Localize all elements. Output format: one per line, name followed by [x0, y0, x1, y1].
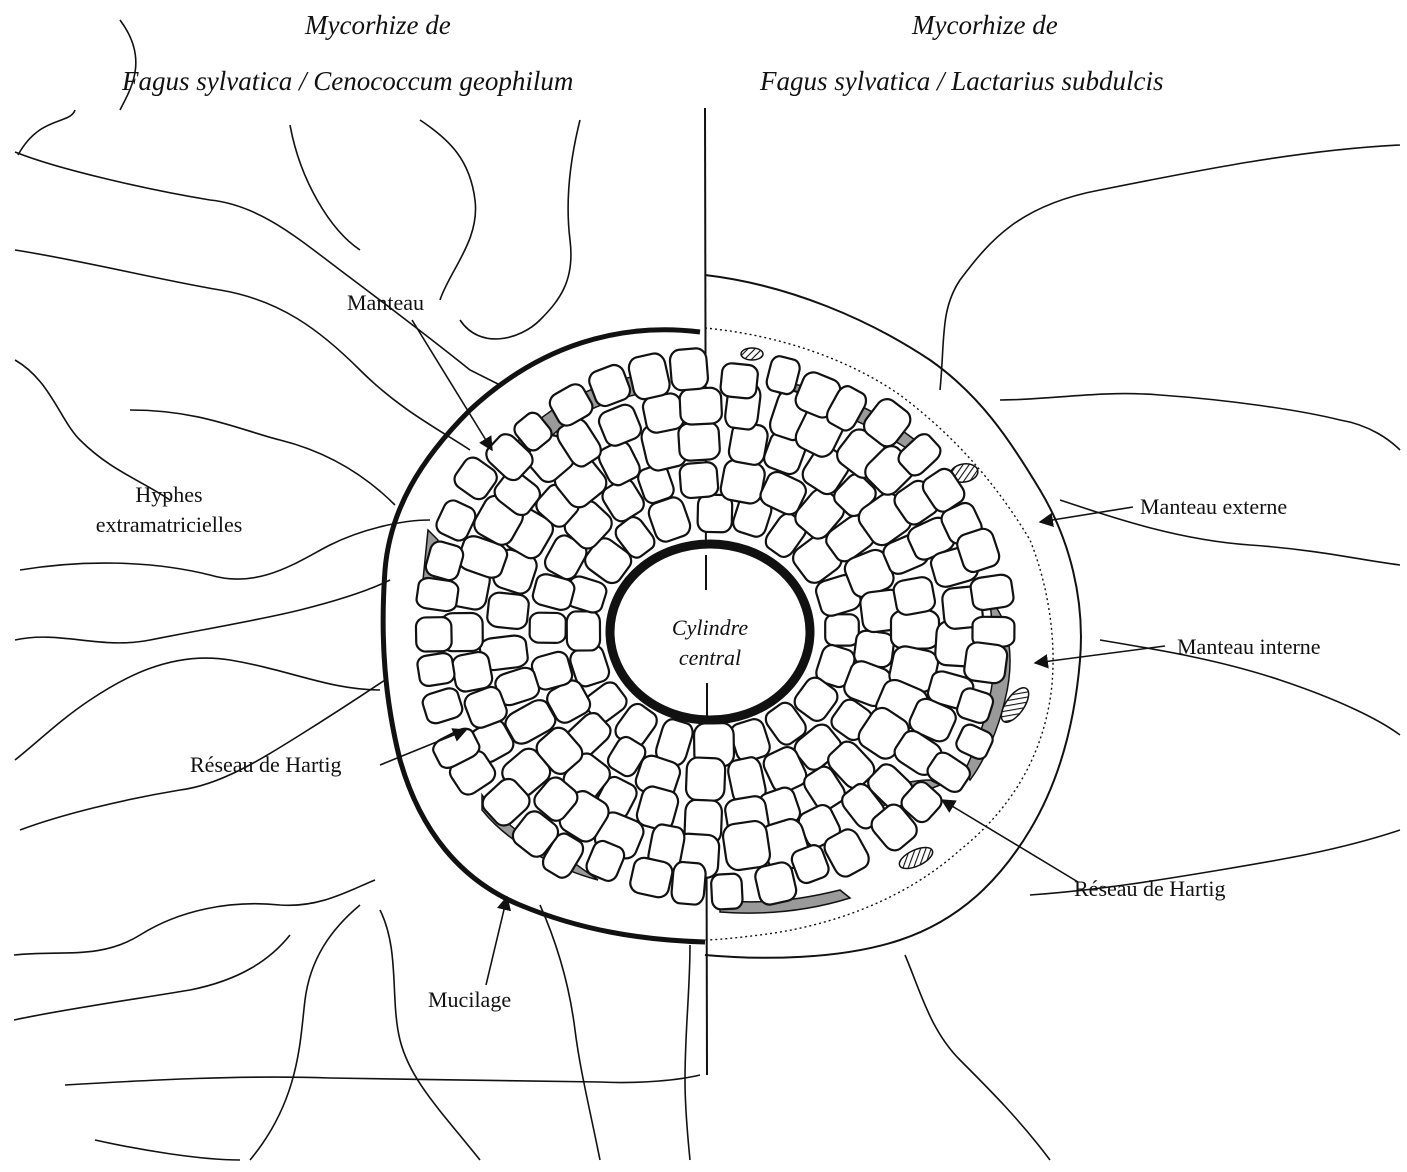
title-left-line1: Mycorhize de: [305, 10, 451, 41]
cortex-cell: [596, 402, 644, 449]
cortex-cell: [486, 592, 529, 630]
label-hyphes-line2: extramatricielles: [78, 510, 260, 540]
cortex-cell: [451, 650, 494, 693]
label-mucilage: Mucilage: [428, 985, 511, 1015]
arrow-manteau-interne: [1035, 646, 1165, 663]
label-manteau: Manteau: [347, 288, 424, 318]
cortex-cell: [421, 686, 465, 726]
arrow-reseau-right: [942, 800, 1078, 882]
cortex-cell: [825, 614, 859, 645]
cortex-cell: [719, 458, 767, 505]
cortex-cell: [963, 641, 1008, 684]
cortex-cell: [529, 613, 565, 643]
cortex-cell: [567, 611, 600, 650]
cortex-cell: [891, 610, 939, 649]
title-right-line1: Mycorhize de: [912, 10, 1058, 41]
cortex-cell: [753, 860, 798, 906]
cortex-cell: [711, 873, 743, 909]
label-cylindre-line2: central: [650, 643, 770, 673]
label-reseau-right: Réseau de Hartig: [1074, 874, 1226, 904]
label-hyphes: Hyphes extramatricielles: [78, 480, 260, 540]
cortex-cell: [669, 348, 709, 391]
label-manteau-interne: Manteau interne: [1177, 632, 1321, 662]
cortex-cell: [678, 422, 721, 462]
cortex-cell: [679, 387, 722, 425]
cortex-cell: [671, 861, 707, 905]
cortex-cell: [720, 362, 759, 399]
label-manteau-externe: Manteau externe: [1140, 492, 1287, 522]
cortex-cell: [686, 757, 726, 801]
cortex-cell: [415, 577, 459, 613]
cortex-cell: [969, 573, 1014, 611]
cortex-cell: [416, 652, 455, 688]
label-cylindre-line1: Cylindre: [650, 613, 770, 643]
cortex-cell: [679, 462, 719, 499]
cortex-cell: [721, 819, 771, 871]
label-hyphes-line1: Hyphes: [78, 480, 260, 510]
cortex-cell: [892, 575, 936, 616]
title-right-line2: Fagus sylvatica / Lactarius subdulcis: [760, 66, 1163, 97]
title-left-line2: Fagus sylvatica / Cenococcum geophilum: [122, 66, 573, 97]
label-cylindre-central: Cylindre central: [650, 613, 770, 673]
cortex-cell: [416, 617, 452, 652]
arrow-mucilage: [486, 897, 507, 985]
cortex-cell: [628, 856, 674, 899]
label-reseau-left: Réseau de Hartig: [190, 750, 342, 780]
